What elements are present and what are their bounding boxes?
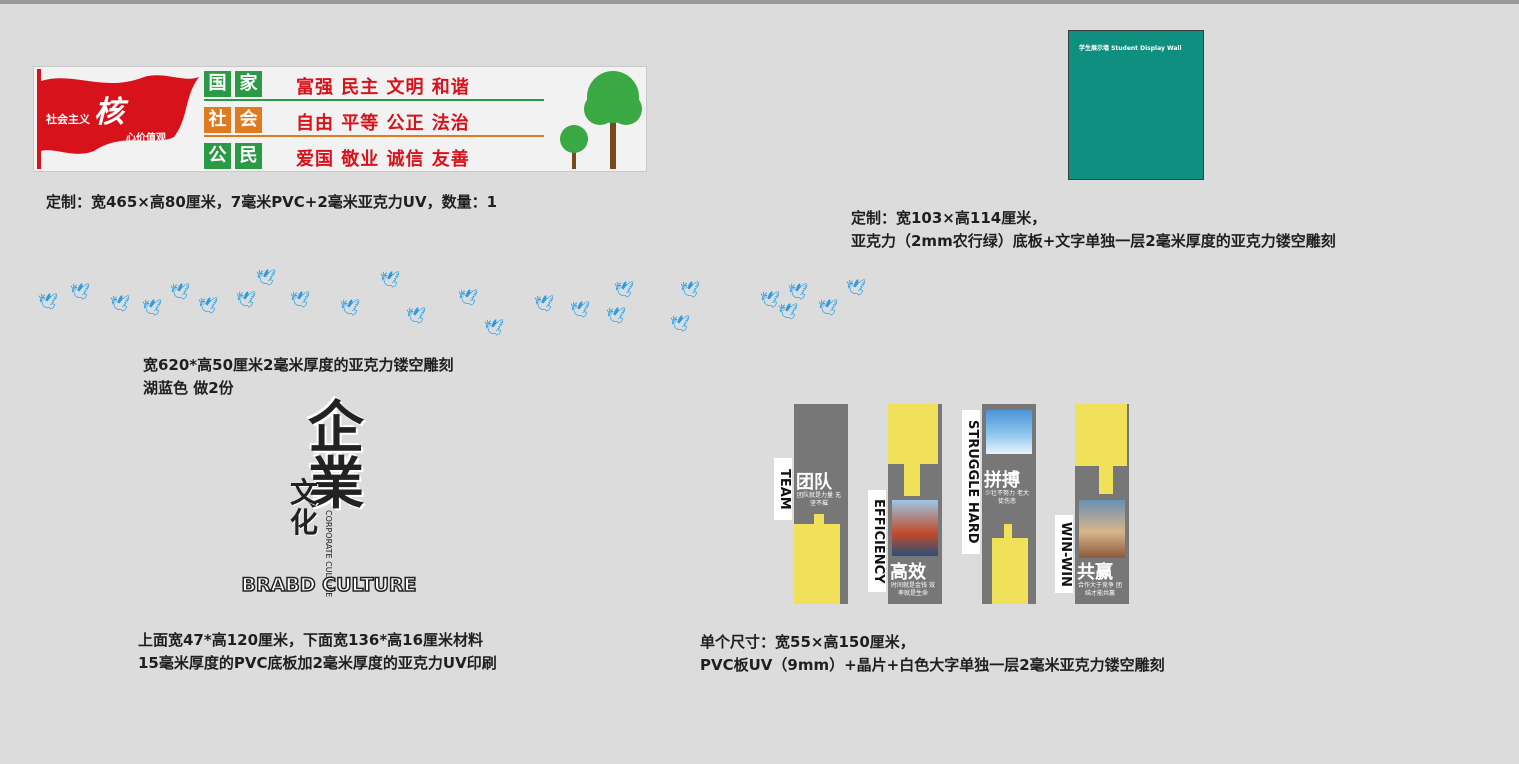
pillar-title: 拼搏 — [984, 470, 1020, 491]
pillar-title: 高效 — [890, 562, 926, 583]
bird-icon: 🕊 — [818, 298, 839, 317]
pillar-side-label: EFFICIENCY — [868, 490, 886, 592]
pillar-win-win: 共赢 合作大于竞争 团结才能共赢 — [1075, 404, 1129, 604]
value-label-char: 公 — [204, 143, 231, 169]
pillar-side-label: TEAM — [774, 458, 792, 520]
building-graphic — [1004, 524, 1012, 538]
enterprise-brand: BRABD CULTURE — [241, 573, 418, 597]
building-graphic — [904, 464, 920, 496]
bird-icon: 🕊 — [198, 296, 219, 315]
building-graphic — [1075, 404, 1127, 466]
enterprise-small-chars: 文化 — [290, 476, 319, 539]
bird-icon: 🕊 — [606, 306, 627, 325]
value-row-citizen: 公 民 爱国 敬业 诚信 友善 — [204, 143, 544, 170]
bird-icon: 🕊 — [38, 292, 59, 311]
building-graphic — [888, 404, 938, 464]
bird-icon: 🕊 — [458, 288, 479, 307]
birds-cutout: 🕊🕊🕊🕊🕊🕊🕊🕊🕊🕊🕊🕊🕊🕊🕊🕊🕊🕊🕊🕊🕊🕊🕊🕊🕊 — [30, 262, 870, 342]
bird-icon: 🕊 — [256, 268, 277, 287]
bird-icon: 🕊 — [142, 298, 163, 317]
board-caption-line2: 亚克力（2mm农行绿）底板+文字单独一层2毫米厚度的亚克力镂空雕刻 — [851, 232, 1336, 250]
banner-caption: 定制：宽465×高80厘米，7毫米PVC+2毫米亚克力UV，数量：1 — [46, 193, 498, 211]
birds-caption-line1: 宽620*高50厘米2毫米厚度的亚克力镂空雕刻 — [143, 356, 454, 374]
value-row-nation: 国 家 富强 民主 文明 和谐 — [204, 71, 544, 101]
enterprise-big-chars: 企業 — [308, 395, 364, 517]
pillar-efficiency: 高效 时间就是金钱 效率就是生命 — [888, 404, 942, 604]
value-words: 富强 民主 文明 和谐 — [296, 77, 470, 98]
bird-icon: 🕊 — [778, 302, 799, 321]
building-graphic — [814, 514, 824, 526]
bird-icon: 🕊 — [70, 282, 91, 301]
pillars-caption-line1: 单个尺寸：宽55×高150厘米， — [700, 633, 915, 651]
sky-photo — [986, 410, 1032, 454]
building-graphic — [794, 524, 840, 604]
core-values-banner: 社会主义 核 心价值观 国 家 富强 民主 文明 和谐 社 会 自由 平等 公正… — [33, 66, 647, 172]
pillar-title: 共赢 — [1077, 562, 1113, 583]
bird-icon: 🕊 — [484, 318, 505, 337]
flag-core-char: 核 — [94, 95, 124, 130]
board-title: 学生展示墙 Student Display Wall — [1079, 45, 1182, 52]
enterprise-caption-line2: 15毫米厚度的PVC底板加2毫米厚度的亚克力UV印刷 — [138, 654, 497, 672]
pillar-struggle-hard: 拼搏 少壮不努力 老大徒伤悲 — [982, 404, 1036, 604]
bird-icon: 🕊 — [290, 290, 311, 309]
pillar-subtitle: 合作大于竞争 团结才能共赢 — [1078, 582, 1122, 597]
value-label-char: 国 — [204, 71, 231, 97]
value-label-char: 家 — [235, 71, 262, 97]
pillar-subtitle: 时间就是金钱 效率就是生命 — [891, 582, 935, 597]
pillar-subtitle: 团队就是力量 无坚不摧 — [797, 492, 841, 507]
flag-prefix: 社会主义 — [46, 113, 90, 126]
bird-icon: 🕊 — [110, 294, 131, 313]
value-label-char: 民 — [235, 143, 262, 169]
top-border — [0, 0, 1519, 4]
bird-icon: 🕊 — [788, 282, 809, 301]
pillar-team: 团队 团队就是力量 无坚不摧 — [794, 404, 848, 604]
value-row-society: 社 会 自由 平等 公正 法治 — [204, 107, 544, 137]
bird-icon: 🕊 — [340, 298, 361, 317]
bird-icon: 🕊 — [670, 314, 691, 333]
harbor-photo — [892, 500, 938, 556]
bird-icon: 🕊 — [570, 300, 591, 319]
value-words: 自由 平等 公正 法治 — [296, 113, 470, 134]
pillar-side-label: STRUGGLE HARD — [962, 410, 980, 554]
building-graphic — [1099, 466, 1113, 494]
building-graphic — [992, 538, 1028, 604]
divider-line — [204, 135, 544, 137]
pillar-side-label: WIN-WIN — [1055, 515, 1073, 593]
pillar-title: 团队 — [796, 472, 832, 493]
bird-icon: 🕊 — [406, 306, 427, 325]
red-flag-icon — [37, 69, 199, 169]
pillar-subtitle: 少壮不努力 老大徒伤悲 — [985, 490, 1029, 505]
value-label-char: 会 — [235, 107, 262, 133]
bird-icon: 🕊 — [534, 294, 555, 313]
value-words: 爱国 敬业 诚信 友善 — [296, 149, 470, 170]
value-label-char: 社 — [204, 107, 231, 133]
pillars-caption-line2: PVC板UV（9mm）+晶片+白色大字单独一层2毫米亚克力镂空雕刻 — [700, 656, 1165, 674]
divider-line — [204, 99, 544, 101]
tree-icon — [560, 71, 642, 169]
bird-icon: 🕊 — [614, 280, 635, 299]
board-caption-line1: 定制：宽103×高114厘米， — [851, 209, 1047, 227]
bird-icon: 🕊 — [846, 278, 867, 297]
bird-icon: 🕊 — [760, 290, 781, 309]
bird-icon: 🕊 — [680, 280, 701, 299]
flag-suffix: 心价值观 — [126, 133, 166, 144]
handshake-photo — [1079, 500, 1125, 558]
bird-icon: 🕊 — [170, 282, 191, 301]
student-display-board: 学生展示墙 Student Display Wall — [1068, 30, 1204, 180]
enterprise-culture-logo: 企業 文化 CORPORATE CULTURE BRABD CULTURE — [238, 400, 420, 600]
enterprise-english: CORPORATE CULTURE — [324, 510, 333, 598]
bird-icon: 🕊 — [380, 270, 401, 289]
birds-caption-line2: 湖蓝色 做2份 — [143, 379, 234, 397]
bird-icon: 🕊 — [236, 290, 257, 309]
enterprise-caption-line1: 上面宽47*高120厘米，下面宽136*高16厘米材料 — [138, 631, 484, 649]
